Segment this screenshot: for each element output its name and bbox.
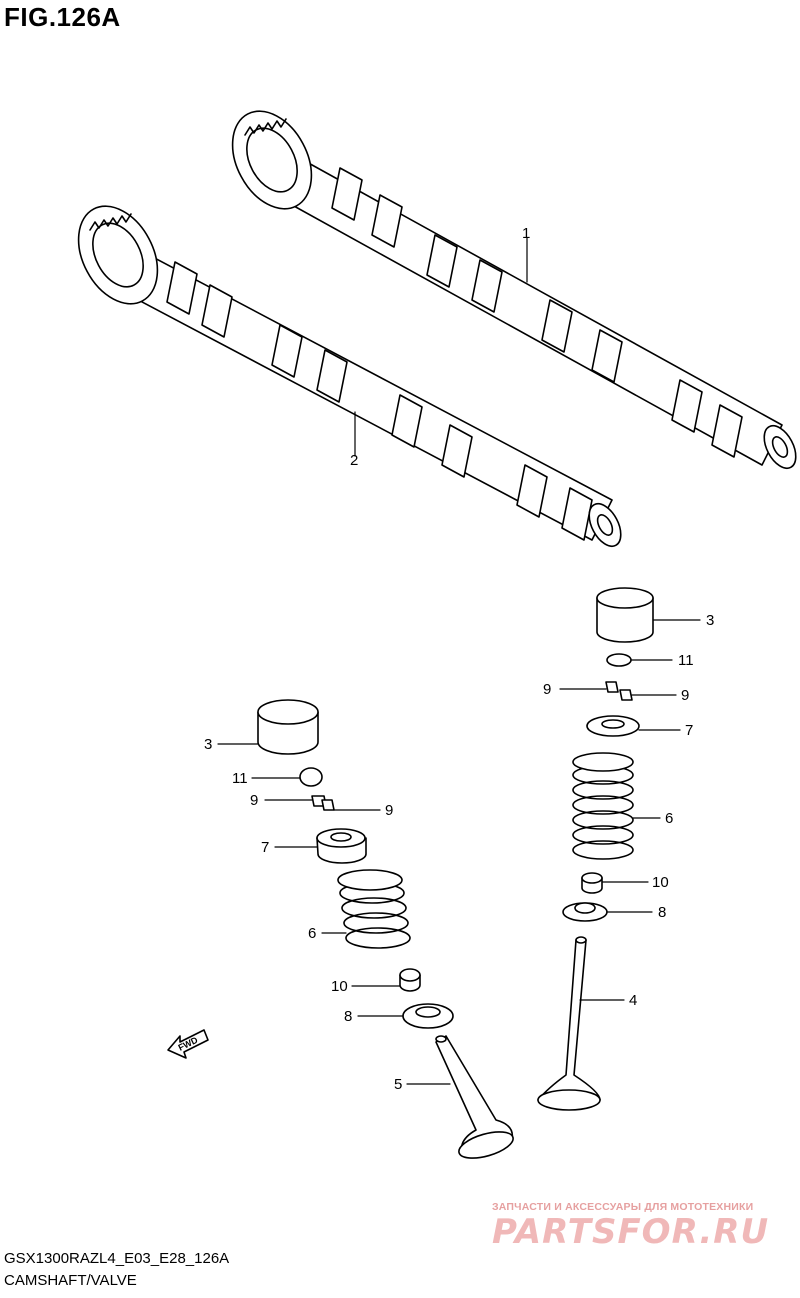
- callout-10-right: 10: [652, 874, 669, 891]
- callout-11-right: 11: [678, 652, 694, 669]
- callout-4: 4: [629, 992, 638, 1009]
- model-code: GSX1300RAZL4_E03_E28_126A: [4, 1250, 230, 1267]
- callout-8-left: 8: [344, 1008, 353, 1025]
- callout-8-right: 8: [658, 904, 667, 921]
- callout-9-left-left: 9: [250, 792, 259, 809]
- callout-6-right: 6: [665, 810, 674, 827]
- callout-10-left: 10: [331, 978, 348, 995]
- valve-assembly-left: [257, 699, 514, 1159]
- callout-11-left: 11: [232, 770, 248, 787]
- forward-arrow-icon: [167, 1029, 209, 1059]
- callout-5: 5: [394, 1076, 403, 1093]
- watermark-logo: PARTSFOR.RU: [492, 1212, 770, 1252]
- callout-3-left: 3: [204, 736, 213, 753]
- callout-3-right: 3: [706, 612, 715, 629]
- camshaft-intake: [231, 110, 797, 470]
- callout-9-left-right: 9: [385, 802, 394, 819]
- callout-7-left: 7: [261, 839, 270, 856]
- valve-assembly-right: [537, 587, 654, 1111]
- callout-2: 2: [350, 452, 359, 469]
- callout-9-right-right: 9: [681, 687, 690, 704]
- figure-title: FIG.126A: [4, 2, 121, 32]
- leader-lines: [217, 237, 701, 1085]
- section-name: CAMSHAFT/VALVE: [4, 1272, 137, 1289]
- callout-1: 1: [522, 225, 531, 242]
- callout-9-right-left: 9: [543, 681, 552, 698]
- camshaft-exhaust: [77, 205, 622, 548]
- callout-6-left: 6: [308, 925, 317, 942]
- callout-7-right: 7: [685, 722, 694, 739]
- watermark-tagline: ЗАПЧАСТИ И АКСЕССУАРЫ ДЛЯ МОТОТЕХНИКИ: [492, 1201, 754, 1213]
